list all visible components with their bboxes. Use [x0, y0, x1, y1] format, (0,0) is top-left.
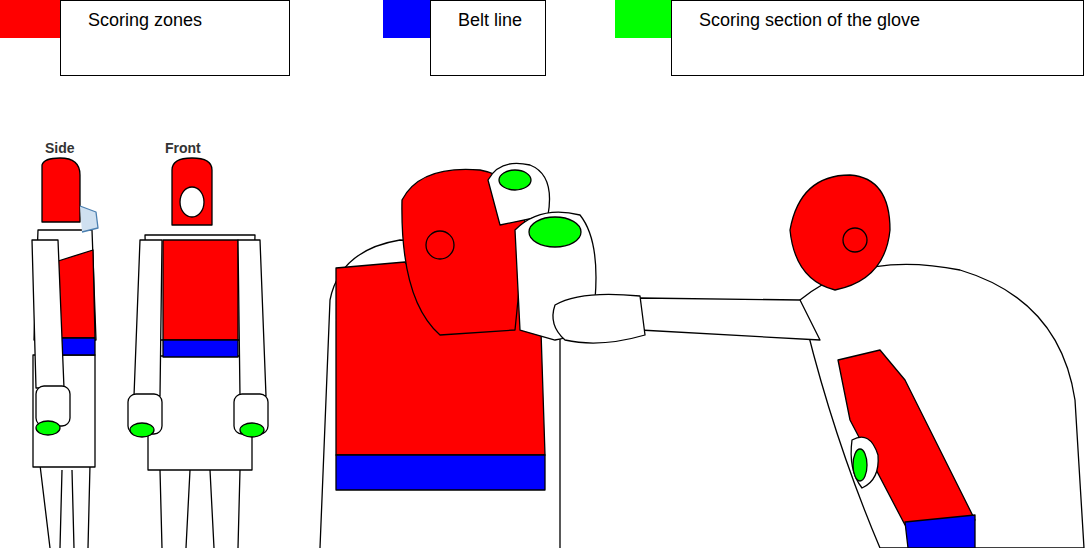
front-glove-left-scoring [130, 423, 154, 437]
side-arm [32, 240, 64, 388]
legend-swatch [383, 0, 430, 38]
view-label: Side [43, 140, 77, 156]
right-head [790, 175, 890, 290]
left-boxer [320, 163, 596, 548]
right-extended-glove [553, 294, 645, 343]
right-scoring-torso [838, 350, 975, 525]
right-rear-glove-scoring [853, 449, 867, 481]
legend-swatch [615, 0, 671, 38]
right-rear-glove [851, 437, 878, 488]
side-face [80, 206, 98, 232]
left-belt [336, 455, 545, 490]
front-figure [128, 158, 268, 548]
front-legs [160, 470, 240, 548]
left-ear [426, 231, 454, 259]
view-label: Front [163, 140, 203, 156]
right-ear [843, 228, 867, 252]
side-head [42, 158, 80, 222]
front-arm-left [134, 240, 162, 396]
legend-swatch [0, 0, 60, 38]
legend-text: Scoring section of the glove [699, 10, 920, 31]
front-arm-right [238, 240, 266, 396]
side-glove-scoring [36, 421, 60, 435]
left-rear-glove-scoring [499, 170, 531, 190]
front-scoring-torso [163, 240, 238, 340]
right-body-outline [800, 264, 1084, 548]
right-boxer [553, 175, 1084, 548]
front-belt [163, 340, 238, 357]
front-face [180, 187, 204, 217]
legend-text: Scoring zones [88, 10, 202, 31]
right-belt [905, 515, 975, 548]
front-glove-right-scoring [240, 423, 264, 437]
right-extended-arm [640, 298, 820, 340]
side-leg [40, 465, 90, 548]
side-glove [36, 386, 70, 426]
left-front-glove-scoring [529, 217, 581, 247]
legend-text: Belt line [458, 10, 522, 31]
side-figure [32, 158, 98, 548]
front-head [172, 158, 212, 225]
